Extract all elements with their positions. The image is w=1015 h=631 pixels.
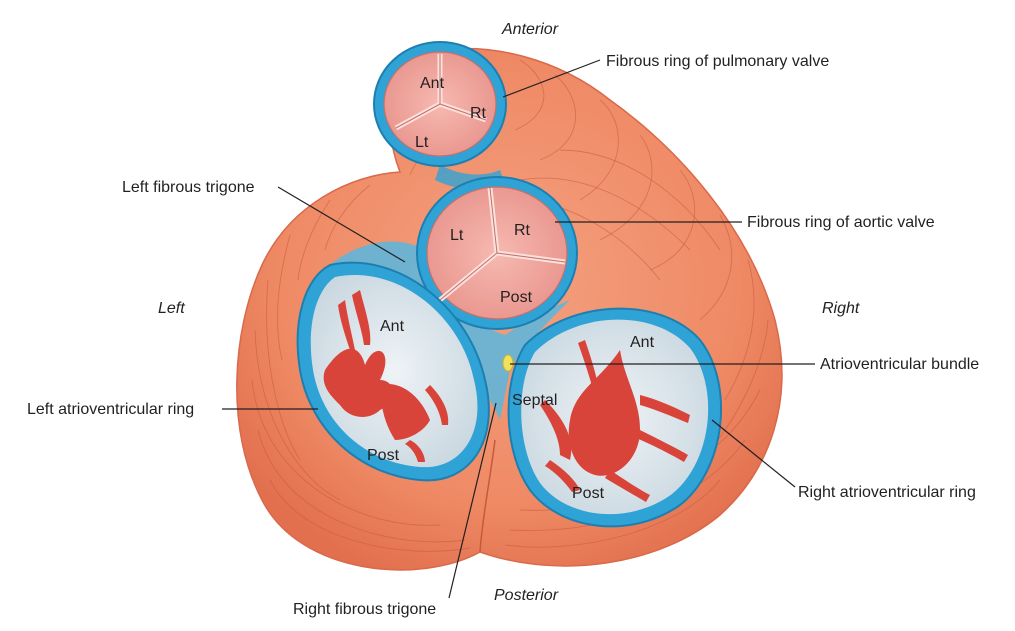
label-left: Left	[158, 300, 185, 317]
label-left-av-ring: Left atrioventricular ring	[27, 401, 194, 418]
label-right-av-ring: Right atrioventricular ring	[798, 484, 976, 501]
label-right-fibrous-trigone: Right fibrous trigone	[293, 601, 436, 618]
mitral-cusp-ant: Ant	[380, 318, 405, 335]
label-av-bundle: Atrioventricular bundle	[820, 356, 979, 373]
mitral-valve: Ant Post	[296, 261, 490, 482]
tricuspid-papillary-muscles	[540, 340, 690, 502]
pulmonary-cusp-ant: Ant	[420, 75, 445, 92]
av-bundle-marker	[502, 354, 514, 372]
label-pulmonary-ring: Fibrous ring of pulmonary valve	[606, 53, 829, 70]
pulmonary-cusp-rt: Rt	[470, 105, 487, 122]
label-right: Right	[822, 300, 860, 317]
pulmonary-valve: Ant Rt Lt	[373, 41, 507, 167]
label-aortic-ring: Fibrous ring of aortic valve	[747, 214, 935, 231]
label-posterior: Posterior	[494, 587, 559, 604]
label-anterior: Anterior	[501, 21, 559, 38]
tricuspid-cusp-ant: Ant	[630, 334, 655, 351]
aortic-cusp-lt: Lt	[450, 227, 464, 244]
aortic-cusp-post: Post	[500, 289, 533, 306]
pulmonary-cusp-lt: Lt	[415, 134, 429, 151]
label-left-fibrous-trigone: Left fibrous trigone	[122, 179, 255, 196]
tricuspid-cusp-post: Post	[572, 485, 605, 502]
leader-lines	[222, 59, 815, 599]
tricuspid-cusp-septal: Septal	[512, 392, 557, 409]
mitral-papillary-muscles	[323, 290, 449, 462]
tricuspid-valve: Ant Septal Post	[507, 307, 723, 528]
mitral-cusp-post: Post	[367, 447, 400, 464]
aortic-valve: Lt Rt Post	[416, 176, 578, 330]
aortic-cusp-rt: Rt	[514, 222, 531, 239]
